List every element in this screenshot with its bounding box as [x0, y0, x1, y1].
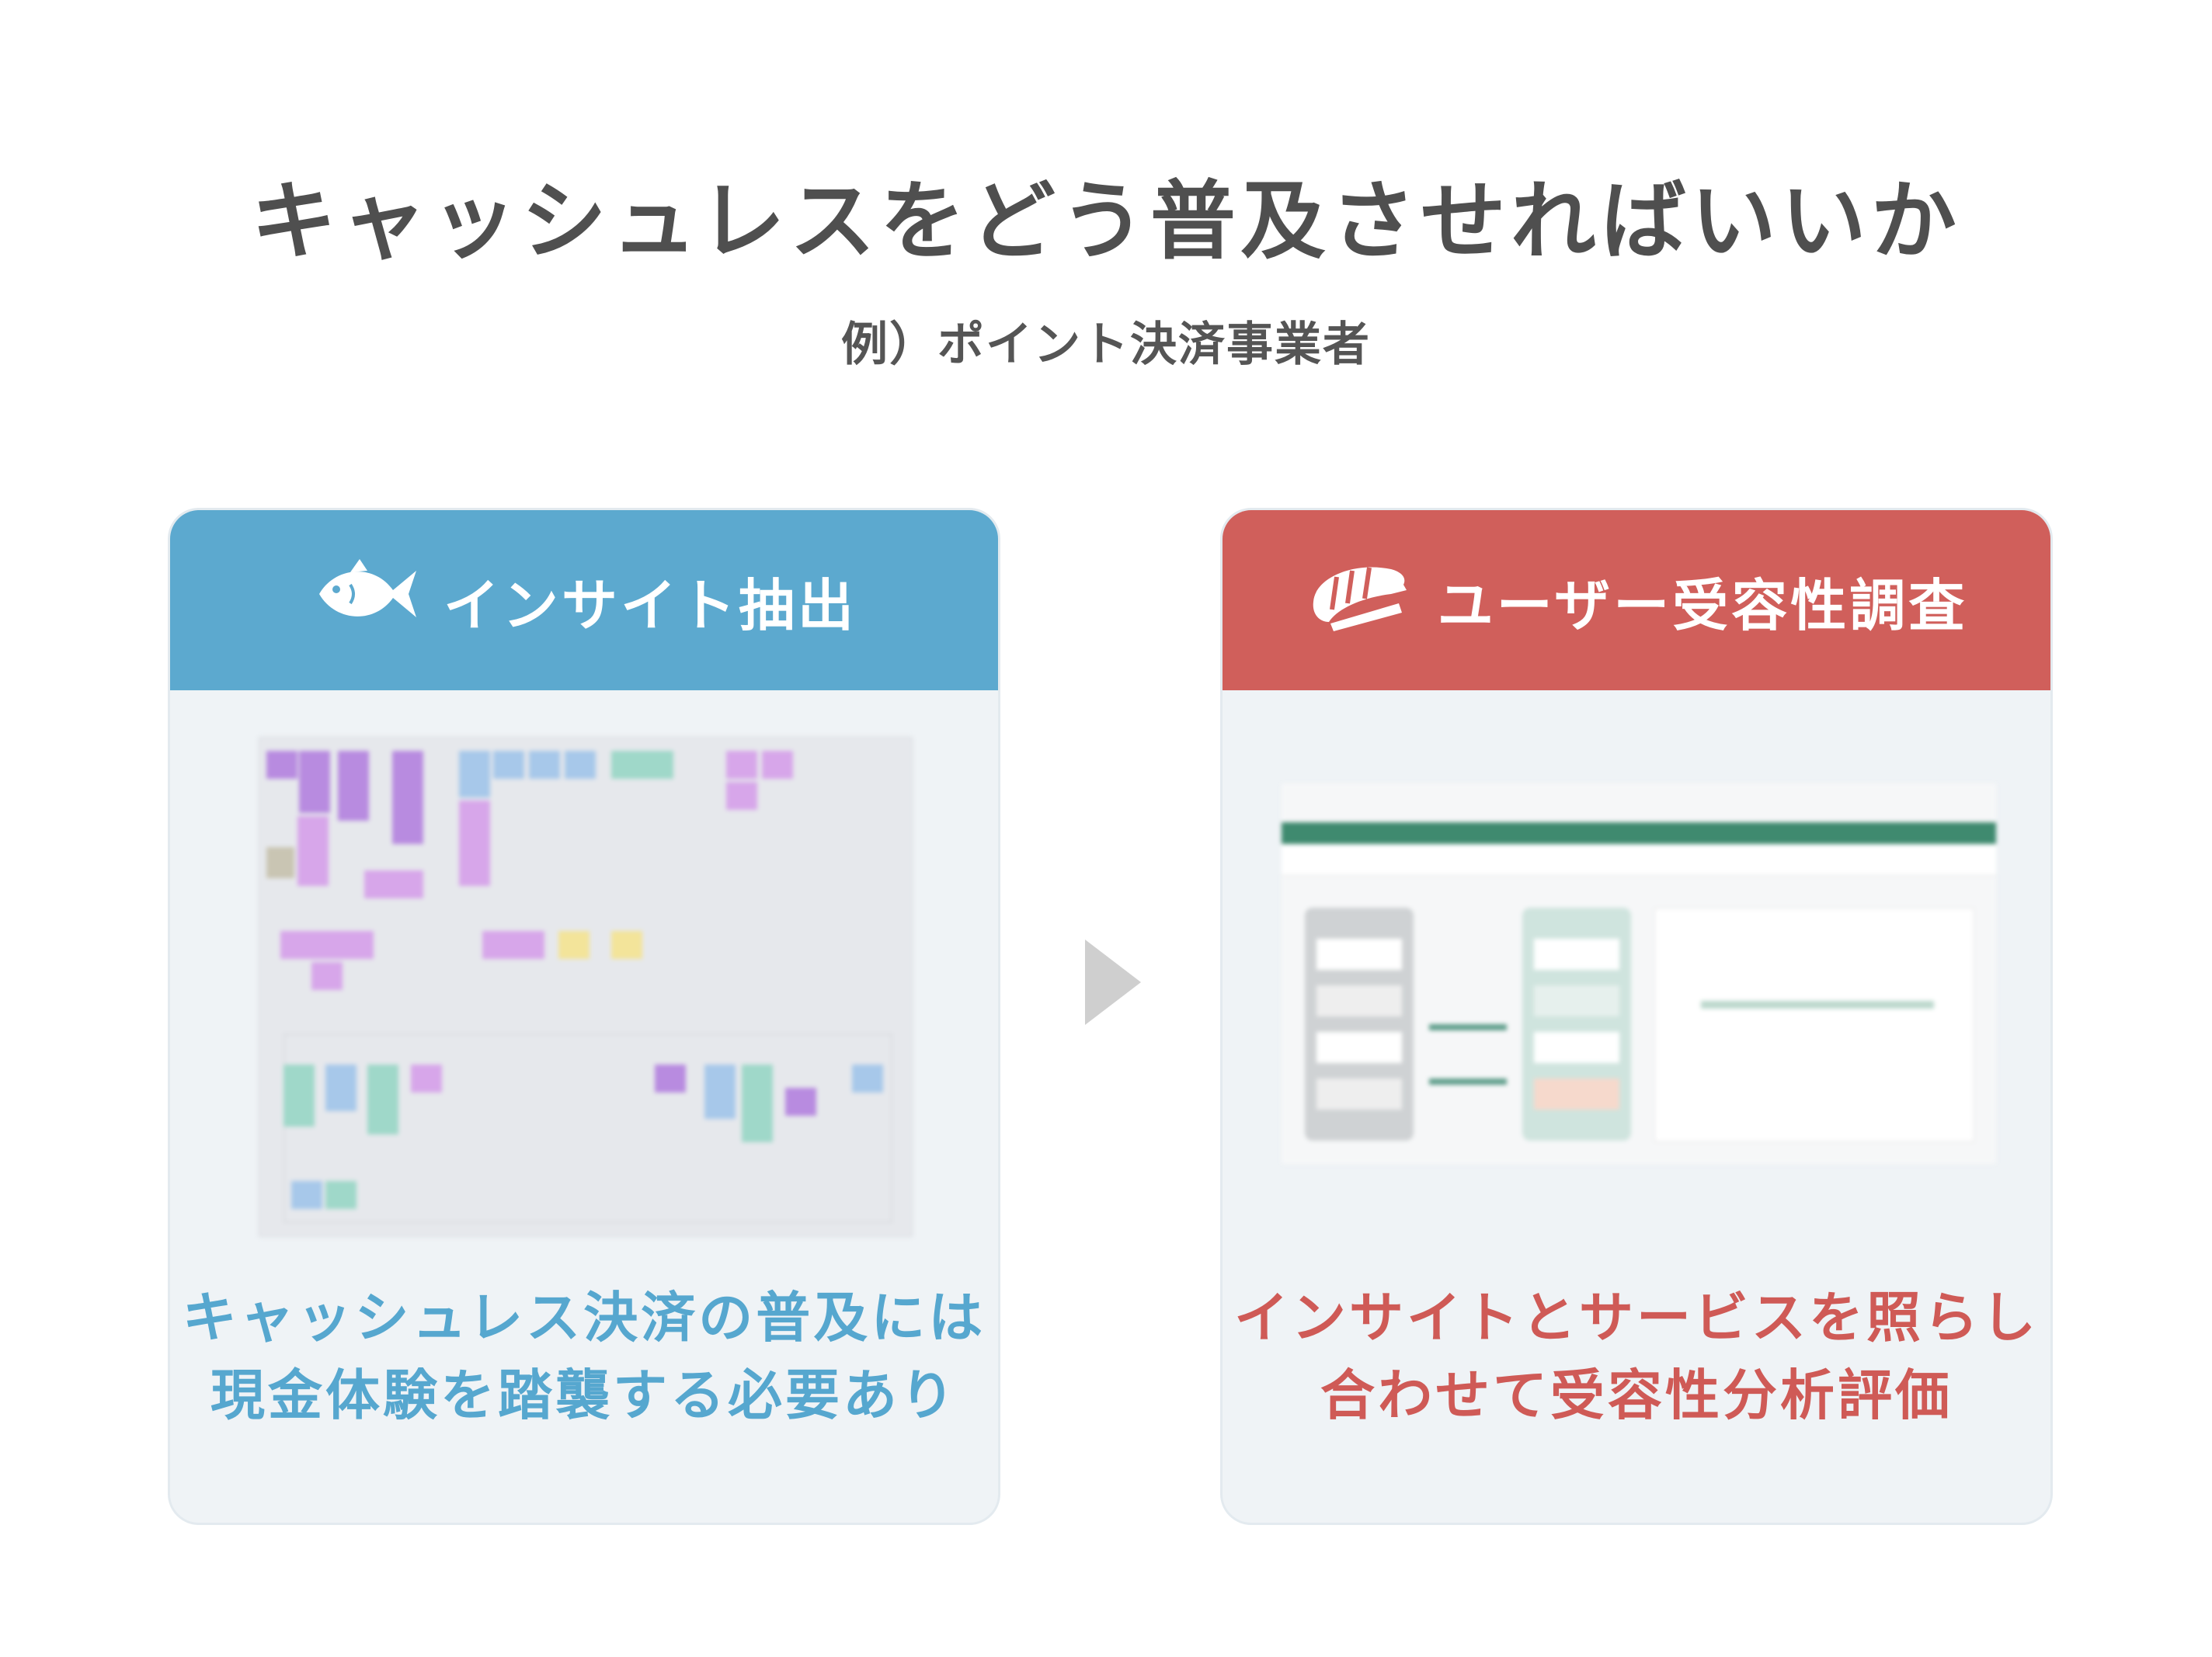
user-acceptance-card-header: ユーザー受容性調査	[1223, 510, 2050, 690]
insight-card-header: インサイト抽出	[170, 510, 998, 690]
insight-caption-line2: 現金体験を踏襲する必要あり	[210, 1363, 958, 1427]
user-acceptance-card-title: ユーザー受容性調査	[1437, 572, 1968, 638]
insight-caption: キャッシュレス決済の普及には 現金体験を踏襲する必要あり	[170, 1279, 998, 1434]
sushi-icon	[1306, 555, 1438, 646]
user-acceptance-caption-line2: 合わせて受容性分析評価	[1320, 1363, 1953, 1427]
insight-caption-line1: キャッシュレス決済の普及には	[182, 1286, 986, 1350]
insight-card-title: インサイト抽出	[443, 572, 857, 638]
sticky-board-screenshot	[259, 737, 913, 1237]
chevron-right-icon	[1085, 940, 1141, 1025]
insight-card: インサイト抽出 キャッシュレス決済	[168, 508, 1000, 1525]
user-acceptance-card: ユーザー受容性調査 インサイトとサービスを照らし 合わせて受容性分析評価	[1220, 508, 2053, 1525]
user-acceptance-caption: インサイトとサービスを照らし 合わせて受容性分析評価	[1223, 1279, 2050, 1434]
service-comparison-screenshot	[1282, 783, 1996, 1164]
page-title: キャッシュレスをどう普及させればいいか	[251, 172, 1961, 271]
page-subtitle: 例）ポイント決済事業者	[841, 318, 1371, 372]
user-acceptance-caption-line1: インサイトとサービスを照らし	[1234, 1286, 2039, 1350]
fish-icon	[311, 555, 443, 646]
